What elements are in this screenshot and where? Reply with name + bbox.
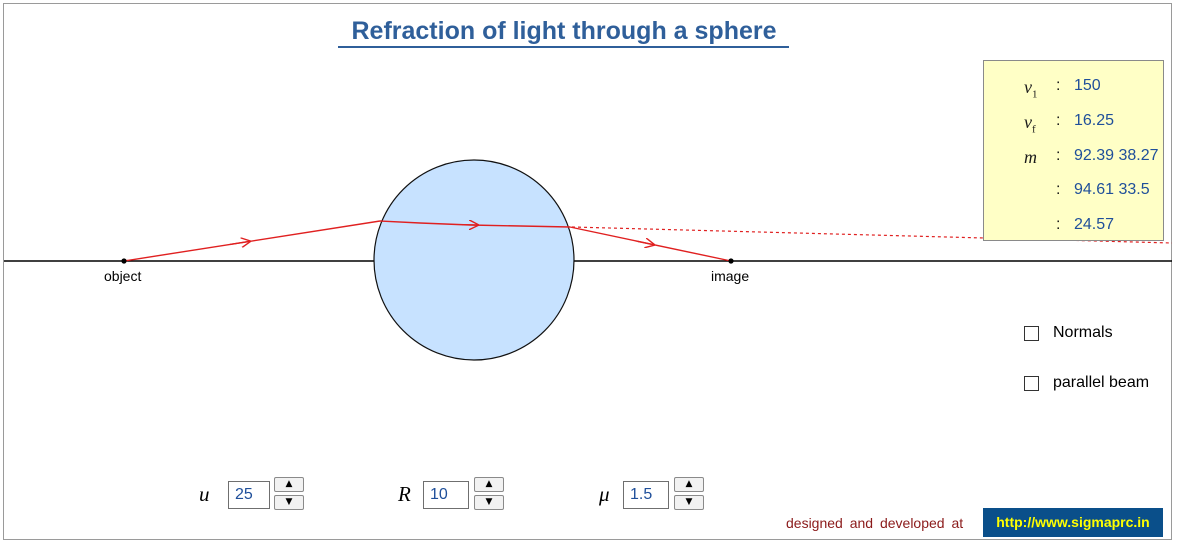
emergent-ray-arrow [637,241,654,244]
mu-stepper[interactable]: ▲ ▼ [674,477,704,510]
info-colon: : [1056,112,1061,129]
mu-decrement-button[interactable]: ▼ [674,495,704,510]
parallel-beam-checkbox[interactable] [1024,375,1039,391]
r-stepper[interactable]: ▲ ▼ [474,477,504,510]
page-title: Refraction of light through a sphere [351,17,777,45]
info-colon: : [1056,216,1061,233]
incident-ray [123,220,381,262]
refracted-ray-inside [379,220,571,228]
object-label: object [104,268,142,284]
app-frame [3,3,1172,540]
u-stepper[interactable]: ▲ ▼ [274,477,304,510]
info-value-v1: 150 [1074,77,1101,94]
info-colon: : [1056,147,1061,164]
u-increment-button[interactable]: ▲ [274,477,304,492]
info-row-5: : 24.57 [984,216,1177,240]
parallel-beam-label: parallel beam [1053,374,1150,391]
info-value-m: 92.39 38.27 [1074,147,1159,164]
info-value-vf: 16.25 [1074,112,1115,129]
sphere[interactable] [373,159,575,361]
info-symbol: vf [1024,112,1036,136]
info-row-m: m : 92.39 38.27 [984,147,1177,171]
incident-ray-arrow [229,241,250,244]
info-row-4: : 94.61 33.5 [984,181,1177,205]
info-value-4: 94.61 33.5 [1074,181,1150,198]
u-input[interactable]: 25 [228,481,270,509]
u-symbol: u [199,482,210,506]
mu-input[interactable]: 1.5 [623,481,669,509]
mu-increment-button[interactable]: ▲ [674,477,704,492]
credit-text: designed and developed at [786,515,964,531]
r-symbol: R [398,482,411,506]
mu-symbol: μ [599,482,610,506]
r-increment-button[interactable]: ▲ [474,477,504,492]
info-value-5: 24.57 [1074,216,1115,233]
parallel-beam-option[interactable]: parallel beam [1024,373,1149,393]
normals-checkbox[interactable] [1024,325,1039,341]
r-input[interactable]: 10 [423,481,469,509]
normals-option[interactable]: Normals [1024,323,1113,343]
info-row-vf: vf : 16.25 [984,112,1177,136]
object-point[interactable] [121,258,127,264]
info-row-v1: v1 : 150 [984,77,1177,101]
u-decrement-button[interactable]: ▼ [274,495,304,510]
title-underline [338,46,789,48]
info-panel: v1 : 150 vf : 16.25 m : 92.39 38.27 : 94… [983,60,1164,241]
website-link[interactable]: http://www.sigmaprc.in [983,508,1163,537]
info-symbol: m [1024,147,1037,167]
image-point [728,258,734,264]
info-symbol: v1 [1024,77,1038,101]
normals-label: Normals [1053,324,1113,341]
image-label: image [711,268,750,284]
r-decrement-button[interactable]: ▼ [474,495,504,510]
info-colon: : [1056,77,1061,94]
info-colon: : [1056,181,1061,198]
